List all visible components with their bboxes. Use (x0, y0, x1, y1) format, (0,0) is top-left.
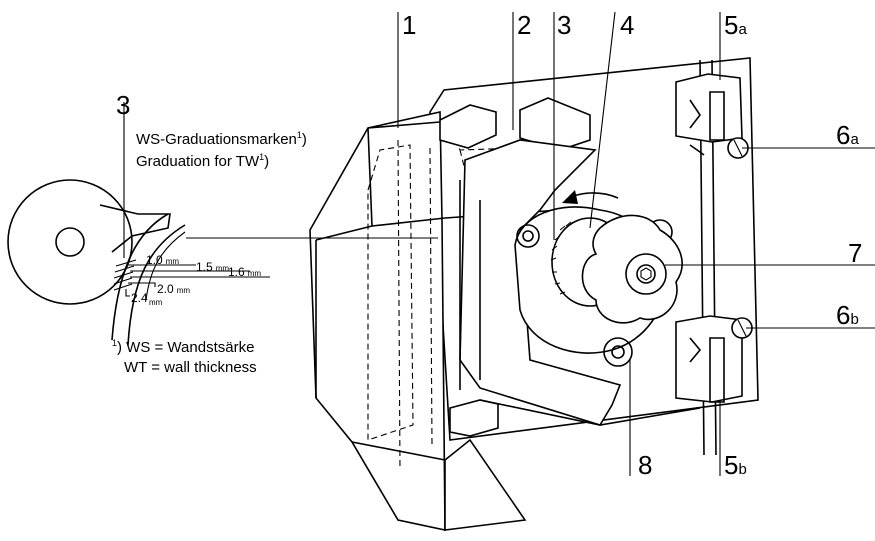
hex-socket-icon (640, 267, 652, 281)
callout-labels: 1 2 3 4 5a 6a 7 6b 8 5b (402, 10, 862, 480)
footnote-line-2: WT = wall thickness (124, 359, 257, 376)
mark-2-4-unit: mm (149, 298, 163, 307)
top-block-right (519, 97, 591, 151)
detail-band-outer (111, 213, 169, 341)
detail-band-edge (145, 231, 186, 301)
label-2: 2 (517, 10, 531, 40)
label-1: 1 (402, 10, 416, 40)
bottom-block (449, 399, 499, 437)
graduation-detail: 3 WS-Graduationsmarken1) Graduation for … (7, 90, 307, 376)
arrow-head-icon (562, 190, 578, 204)
mark-2-4: 2.4 (131, 291, 148, 305)
detail-roller-disc (7, 179, 133, 305)
roller-top (516, 224, 540, 248)
label-6a: 6a (836, 120, 859, 150)
roller-bottom (603, 337, 633, 367)
clamp-lower (675, 315, 743, 403)
pump-body (309, 57, 759, 531)
graduation-label-en: Graduation for TW1) (136, 152, 269, 170)
label-6b: 6b (836, 300, 859, 330)
label-4: 4 (620, 10, 634, 40)
detail-roller-hub (55, 227, 85, 257)
label-7: 7 (848, 238, 862, 268)
detail-band-inner (127, 224, 186, 346)
label-8: 8 (638, 450, 652, 480)
rotor-bracket (459, 139, 622, 426)
label-5a: 5a (724, 10, 747, 40)
front-cover (309, 111, 446, 531)
clamp-upper (675, 73, 743, 143)
footnote-line-1: 1) WS = Wandstsärke (112, 338, 254, 356)
knob-center (625, 253, 667, 295)
graduation-label-de: WS-Graduationsmarken1) (136, 130, 307, 148)
bottom-flap (444, 438, 527, 531)
label-5b: 5b (724, 450, 747, 480)
top-block-left (439, 104, 497, 149)
detail-lever (99, 204, 171, 253)
leader-lines (186, 11, 875, 476)
detail-label-3: 3 (116, 90, 130, 120)
label-3: 3 (557, 10, 571, 40)
star-knob (581, 214, 683, 324)
